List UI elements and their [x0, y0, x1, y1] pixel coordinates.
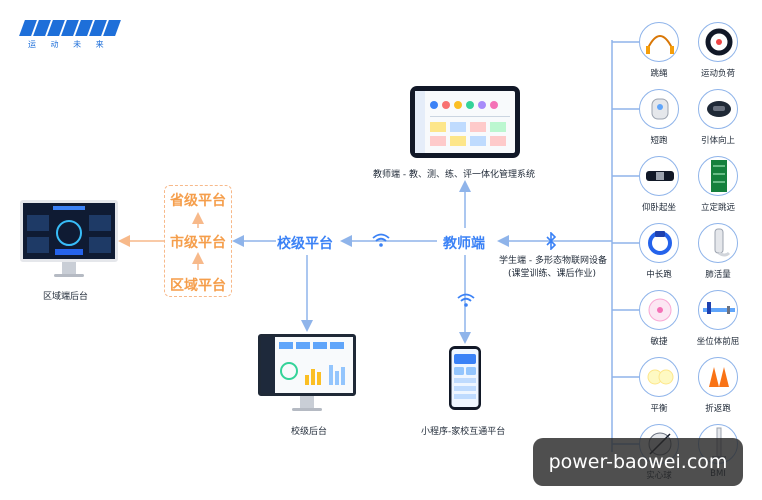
- teacher-tablet: [410, 86, 520, 158]
- district-platform-label: 区域平台: [170, 278, 226, 294]
- school-backend-label: 校级后台: [291, 427, 328, 437]
- device-balance-pad: [639, 357, 679, 397]
- student-caption-line1: 学生端 - 多形态物联网设备: [499, 256, 607, 266]
- wifi-icon: [457, 293, 475, 307]
- device-jump-rope: [639, 22, 679, 62]
- student-caption-line2: (课堂训练、课后作业): [508, 269, 597, 279]
- device-agility-pad: [639, 290, 679, 330]
- sit-up-belt-icon: [646, 171, 674, 181]
- long-jump-mat-icon: [711, 160, 727, 192]
- school-platform-label: 校级平台: [277, 236, 333, 252]
- district-backend-monitor: [20, 200, 118, 280]
- device-long-jump-mat: [698, 156, 738, 196]
- device-pull-up-sensor: [698, 89, 738, 129]
- school-backend-monitor: [258, 334, 356, 414]
- sprint-sensor-icon: [651, 98, 669, 120]
- device-cones: [698, 357, 738, 397]
- jump-rope-icon: [646, 35, 674, 54]
- device-wristband: [639, 223, 679, 263]
- spirometer-icon: [714, 228, 731, 257]
- device-sprint-sensor: [639, 89, 679, 129]
- mini-program-label: 小程序-家校互通平台: [421, 427, 506, 437]
- city-platform-label: 市级平台: [170, 235, 226, 251]
- mini-program-phone: [449, 346, 481, 410]
- device-label: 仰卧起坐: [641, 203, 676, 213]
- heart-rate-band-icon: [705, 28, 733, 56]
- district-backend-label: 区域端后台: [43, 292, 89, 302]
- device-label: 短跑: [650, 136, 668, 146]
- device-label: 坐位体前屈: [696, 337, 740, 347]
- device-heart-rate-band: [698, 22, 738, 62]
- cones-icon: [709, 367, 729, 387]
- device-spirometer: [698, 223, 738, 263]
- sit-and-reach-icon: [703, 302, 735, 314]
- teacher-node-label: 教师端: [443, 236, 485, 252]
- school-dashboard-screen: [261, 337, 345, 393]
- regional-platform-group: [164, 185, 232, 297]
- device-label: 折返跑: [705, 404, 731, 414]
- teacher-system-caption: 教师端 - 教、测、练、评一体化管理系统: [373, 170, 535, 180]
- district-dashboard-screen: [23, 203, 115, 259]
- device-sit-and-reach: [698, 290, 738, 330]
- agility-pad-icon: [648, 298, 672, 322]
- watermark: power-baowei.com: [533, 438, 743, 486]
- phone-app-screen: [451, 349, 479, 407]
- tablet-app-screen: [415, 91, 515, 153]
- device-label: 跳绳: [650, 69, 668, 79]
- device-label: 立定跳远: [700, 203, 735, 213]
- brand-logo: 运 动 未 来: [19, 18, 132, 52]
- logo-tagline: 运 动 未 来: [28, 40, 110, 49]
- pull-up-sensor-icon: [707, 101, 731, 117]
- bluetooth-icon: [546, 232, 557, 250]
- balance-pad-icon: [647, 369, 674, 385]
- device-label: 敏捷: [650, 337, 668, 347]
- wifi-icon: [372, 233, 390, 247]
- device-label: 肺活量: [705, 270, 731, 280]
- device-label: 运动负荷: [700, 69, 735, 79]
- device-label: 引体向上: [700, 136, 735, 146]
- device-sit-up-belt: [639, 156, 679, 196]
- device-label: 平衡: [650, 404, 668, 414]
- wristband-icon: [648, 231, 672, 255]
- device-label: 中长跑: [646, 270, 672, 280]
- province-platform-label: 省级平台: [170, 193, 226, 209]
